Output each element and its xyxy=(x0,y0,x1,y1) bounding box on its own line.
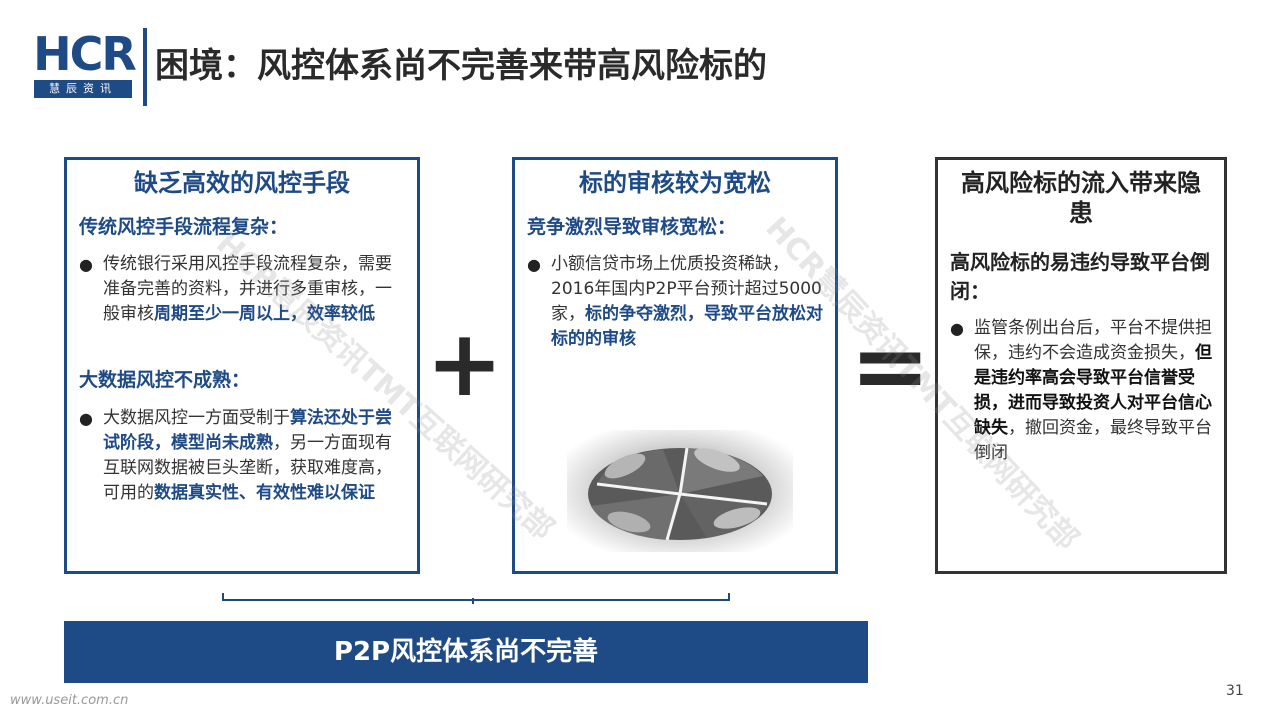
left-box-bullet-1: ● 传统银行采用风控手段流程复杂，需要准备完善的资料，并进行多重审核，一般审核周… xyxy=(79,252,405,327)
left-box-bullet-2-plain-b: ，另一方面现有互联网数据被巨头垄断，获取难度高，可用的 xyxy=(103,433,392,503)
right-box-bullet-plain-b: ，撤回资金，最终导致平台倒闭 xyxy=(974,418,1212,463)
right-box-title: 高风险标的流入带来隐患 xyxy=(961,169,1201,227)
logo-wordmark: HCR xyxy=(33,27,137,81)
right-box-bullet-text: 监管条例出台后，平台不提供担保，违约不会造成资金损失，但是违约率高会导致平台信誉… xyxy=(950,316,1212,466)
left-box: 缺乏高效的风控手段 传统风控手段流程复杂： ● 传统银行采用风控手段流程复杂，需… xyxy=(64,157,420,574)
summary-bracket-tip xyxy=(472,598,474,604)
left-box-section2-heading: 大数据风控不成熟： xyxy=(79,369,251,391)
bullet-dot-icon: ● xyxy=(79,409,93,428)
middle-box-bullet-highlight: 标的争夺激烈，导致平台放松对标的的审核 xyxy=(551,304,823,349)
summary-bracket xyxy=(222,593,730,601)
right-box-bullet-plain-a: 监管条例出台后，平台不提供担保，违约不会造成资金损失， xyxy=(974,318,1212,363)
right-box: 高风险标的流入带来隐患 高风险标的易违约导致平台倒闭： ● 监管条例出台后，平台… xyxy=(935,157,1227,574)
bullet-dot-icon: ● xyxy=(79,255,93,274)
left-box-bullet-1-highlight: 周期至少一周以上，效率较低 xyxy=(154,304,375,324)
left-box-section1-heading: 传统风控手段流程复杂： xyxy=(79,216,289,238)
middle-box-section-heading: 竞争激烈导致审核宽松： xyxy=(527,216,737,238)
right-box-section-heading: 高风险标的易违约导致平台倒闭： xyxy=(950,250,1210,303)
middle-box-bullet-plain: 小额信贷市场上优质投资稀缺，2016年国内P2P平台预计超过5000家， xyxy=(551,254,822,324)
middle-box: 标的审核较为宽松 竞争激烈导致审核宽松： ● 小额信贷市场上优质投资稀缺，201… xyxy=(512,157,838,574)
right-box-bullet: ● 监管条例出台后，平台不提供担保，违约不会造成资金损失，但是违约率高会导致平台… xyxy=(950,316,1212,466)
hands-puzzle-photo xyxy=(567,430,793,552)
right-box-bullet-highlight: 但是违约率高会导致平台信誉受损，进而导致投资人对平台信心缺失 xyxy=(974,343,1212,438)
page-number: 31 xyxy=(1226,683,1244,699)
logo-subtitle: 慧辰资讯 xyxy=(34,80,132,98)
middle-box-title: 标的审核较为宽松 xyxy=(579,169,771,197)
plus-sign: + xyxy=(426,310,504,417)
left-box-bullet-2: ● 大数据风控一方面受制于算法还处于尝试阶段，模型尚未成熟，另一方面现有互联网数… xyxy=(79,406,405,506)
middle-box-bullet: ● 小额信贷市场上优质投资稀缺，2016年国内P2P平台预计超过5000家，标的… xyxy=(527,252,823,352)
left-box-bullet-2-plain-a: 大数据风控一方面受制于 xyxy=(103,408,290,428)
header-divider xyxy=(143,28,147,106)
left-box-bullet-2-highlight-b: 数据真实性、有效性难以保证 xyxy=(154,483,375,503)
left-box-bullet-2-text: 大数据风控一方面受制于算法还处于尝试阶段，模型尚未成熟，另一方面现有互联网数据被… xyxy=(79,406,405,506)
left-box-bullet-1-plain: 传统银行采用风控手段流程复杂，需要准备完善的资料，并进行多重审核，一般审核 xyxy=(103,254,392,324)
bullet-dot-icon: ● xyxy=(950,319,964,338)
page-title: 困境：风控体系尚不完善来带高风险标的 xyxy=(155,46,767,86)
left-box-title: 缺乏高效的风控手段 xyxy=(134,169,350,197)
left-box-bullet-1-text: 传统银行采用风控手段流程复杂，需要准备完善的资料，并进行多重审核，一般审核周期至… xyxy=(79,252,405,327)
website-url: www.useit.com.cn xyxy=(10,693,129,708)
left-box-bullet-2-highlight-a: 算法还处于尝试阶段，模型尚未成熟 xyxy=(103,408,392,453)
bullet-dot-icon: ● xyxy=(527,255,541,274)
middle-box-bullet-text: 小额信贷市场上优质投资稀缺，2016年国内P2P平台预计超过5000家，标的争夺… xyxy=(527,252,823,352)
equals-sign: = xyxy=(850,310,931,422)
summary-banner: P2P风控体系尚不完善 xyxy=(64,621,868,683)
